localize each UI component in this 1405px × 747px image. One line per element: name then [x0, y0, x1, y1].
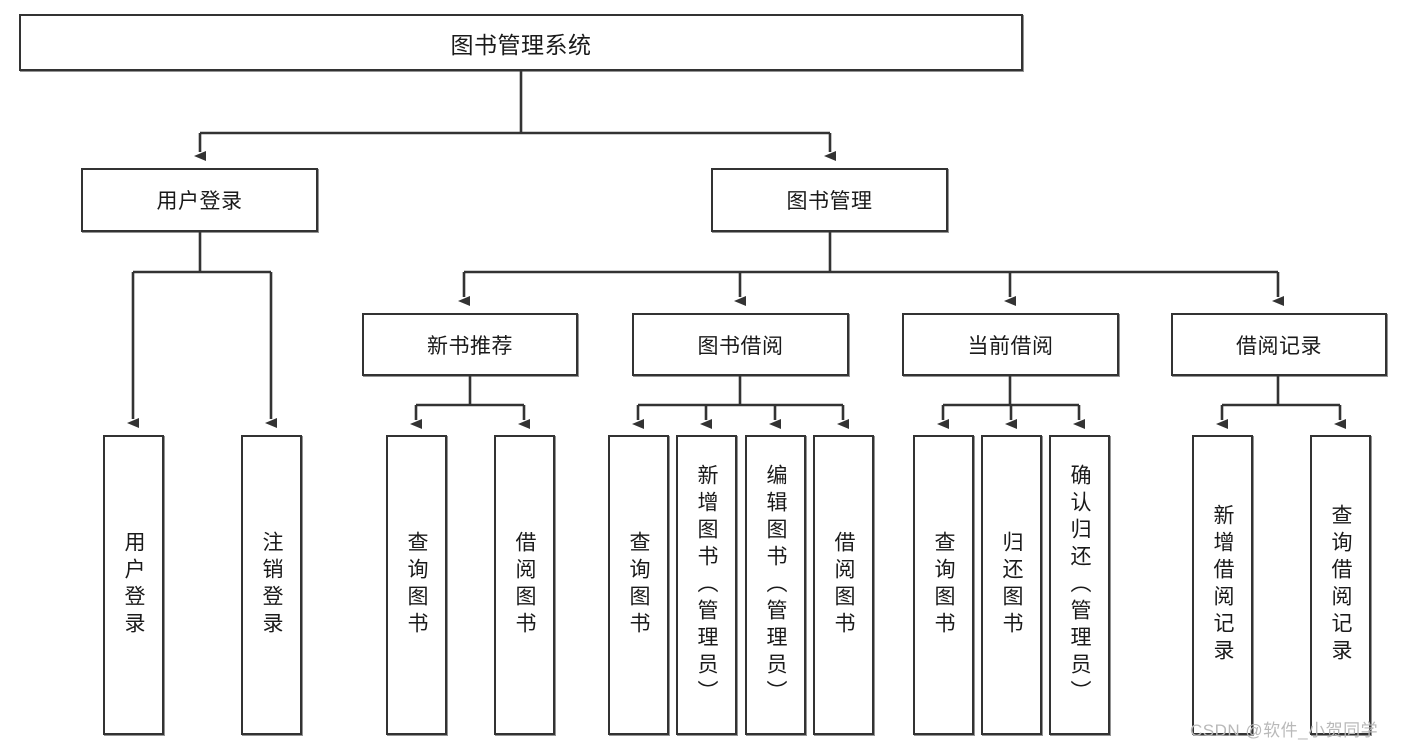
node-current-borrow[interactable]: 当前借阅 [902, 313, 1119, 376]
node-leaf-query-record-label: 查询借阅记录 [1329, 504, 1352, 666]
node-leaf-borrow-book-1-label: 借阅图书 [513, 531, 536, 639]
node-leaf-edit-book-label: 编辑图书（管理员） [764, 463, 787, 707]
node-new-book-recommend[interactable]: 新书推荐 [362, 313, 578, 376]
node-leaf-borrow-book-1[interactable]: 借阅图书 [494, 435, 555, 735]
node-leaf-user-login-label: 用户登录 [122, 531, 145, 639]
node-leaf-query-book-3-label: 查询图书 [932, 531, 955, 639]
node-leaf-add-record[interactable]: 新增借阅记录 [1192, 435, 1253, 735]
node-borrow-record-label: 借阅记录 [1236, 334, 1322, 358]
node-root[interactable]: 图书管理系统 [19, 14, 1023, 71]
node-new-book-recommend-label: 新书推荐 [427, 334, 513, 358]
node-root-label: 图书管理系统 [450, 31, 592, 58]
node-leaf-return-book[interactable]: 归还图书 [981, 435, 1042, 735]
node-leaf-confirm-return[interactable]: 确认归还（管理员） [1049, 435, 1110, 735]
node-borrow-record[interactable]: 借阅记录 [1171, 313, 1387, 376]
node-leaf-query-book-2[interactable]: 查询图书 [608, 435, 669, 735]
node-leaf-add-book[interactable]: 新增图书（管理员） [676, 435, 737, 735]
node-book-borrow-label: 图书借阅 [697, 334, 784, 358]
csdn-watermark: CSDN @软件_小贺同学 [1190, 721, 1379, 740]
node-leaf-add-record-label: 新增借阅记录 [1211, 504, 1234, 666]
node-user-login[interactable]: 用户登录 [81, 168, 318, 232]
node-leaf-logout-login[interactable]: 注销登录 [241, 435, 302, 735]
node-user-login-label: 用户登录 [156, 190, 243, 213]
node-book-borrow[interactable]: 图书借阅 [632, 313, 849, 376]
node-leaf-borrow-book-2-label: 借阅图书 [832, 531, 855, 639]
node-leaf-query-book-1-label: 查询图书 [405, 531, 428, 639]
node-book-manage-label: 图书管理 [786, 190, 873, 213]
node-leaf-add-book-label: 新增图书（管理员） [695, 463, 718, 707]
node-leaf-confirm-return-label: 确认归还（管理员） [1068, 463, 1091, 707]
node-leaf-borrow-book-2[interactable]: 借阅图书 [813, 435, 874, 735]
node-leaf-return-book-label: 归还图书 [1000, 531, 1023, 639]
node-leaf-edit-book[interactable]: 编辑图书（管理员） [745, 435, 806, 735]
node-current-borrow-label: 当前借阅 [967, 334, 1054, 358]
node-leaf-query-record[interactable]: 查询借阅记录 [1310, 435, 1371, 735]
node-leaf-query-book-1[interactable]: 查询图书 [386, 435, 447, 735]
node-leaf-user-login[interactable]: 用户登录 [103, 435, 164, 735]
node-leaf-logout-login-label: 注销登录 [260, 531, 283, 639]
node-book-manage[interactable]: 图书管理 [711, 168, 948, 232]
node-leaf-query-book-3[interactable]: 查询图书 [913, 435, 974, 735]
node-leaf-query-book-2-label: 查询图书 [627, 531, 650, 639]
